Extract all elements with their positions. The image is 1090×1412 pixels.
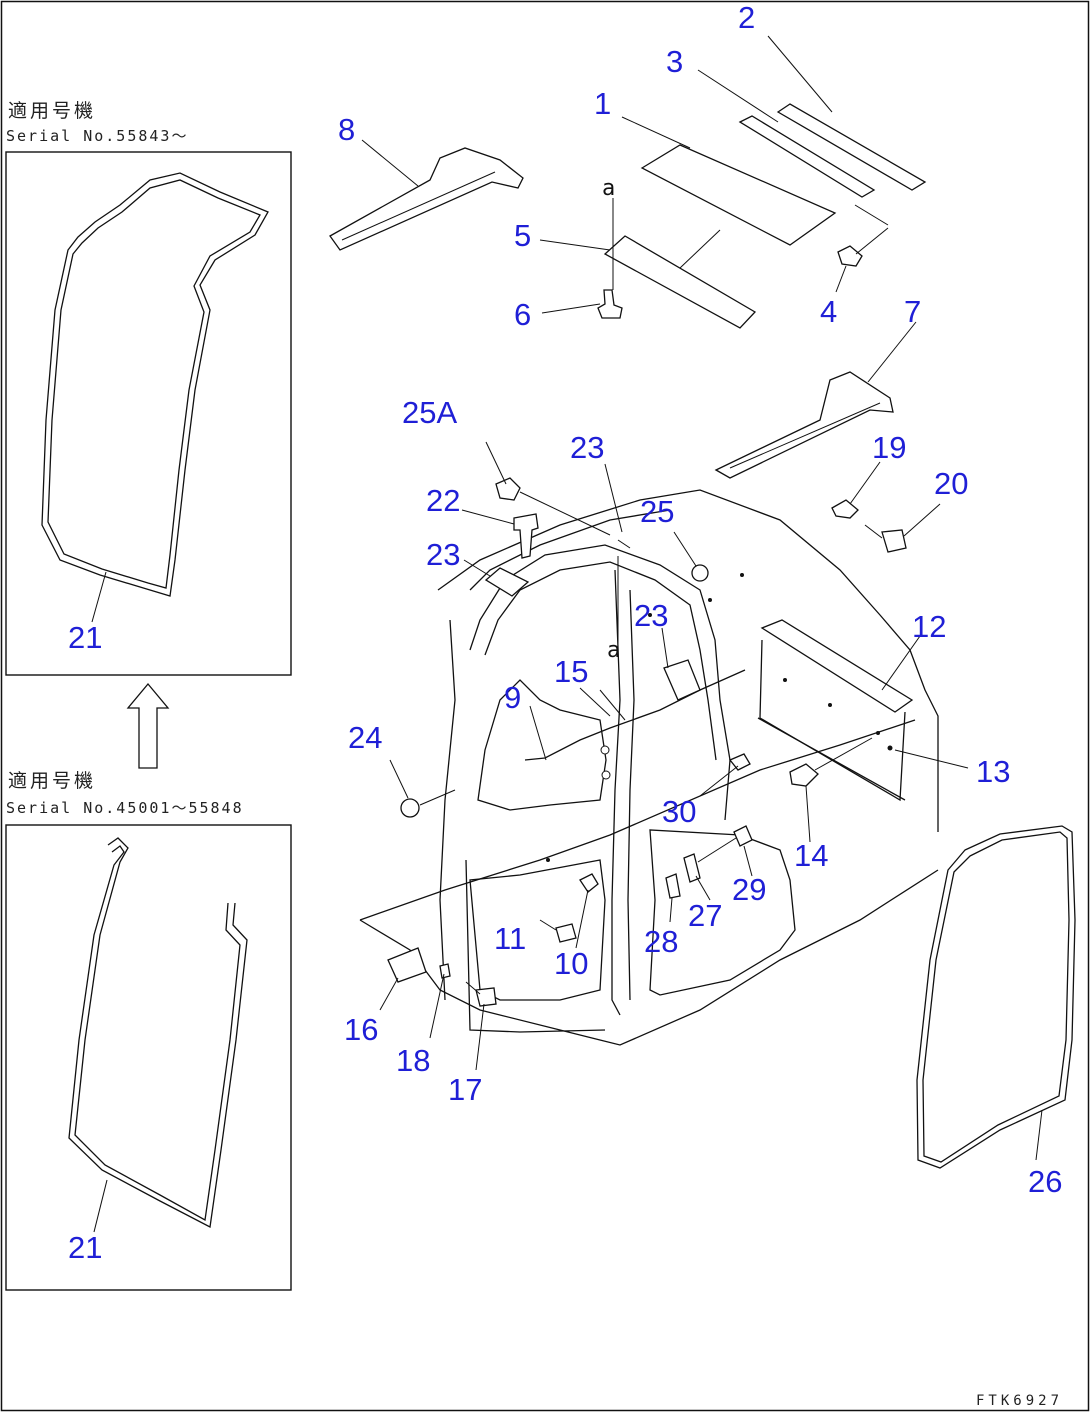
roof-parts: a xyxy=(329,103,927,553)
callout-15: 15 xyxy=(554,654,588,689)
part-25a-nut xyxy=(495,477,521,501)
callout-4: 4 xyxy=(820,294,837,329)
callout-18: 18 xyxy=(396,1043,430,1078)
part-6-clip xyxy=(597,289,623,319)
callout-9: 9 xyxy=(504,680,521,715)
part-7-plate xyxy=(714,371,894,479)
part-19-clip xyxy=(831,499,859,519)
up-arrow-icon xyxy=(126,682,170,769)
part-28-latch xyxy=(665,873,681,899)
callout-6: 6 xyxy=(514,297,531,332)
part-23-bracket-b xyxy=(663,659,701,701)
part-25-grommet xyxy=(691,564,709,582)
callout-17: 17 xyxy=(448,1072,482,1107)
callout-23-center: 23 xyxy=(634,598,668,633)
inset-bottom-applicable-label: 適用号機 xyxy=(8,770,96,792)
callout-25: 25 xyxy=(640,494,674,529)
inset-top-leader xyxy=(91,571,107,623)
callout-30: 30 xyxy=(662,794,696,829)
inset-top-frame xyxy=(5,151,292,676)
drawing-code: FTK6927 xyxy=(976,1393,1063,1409)
part-23-bracket-a xyxy=(484,567,530,597)
leader-lines xyxy=(361,35,1043,1161)
part-3-strip xyxy=(738,115,876,198)
part-4-clip xyxy=(837,245,863,267)
part-18-washer xyxy=(439,963,451,979)
callout-7: 7 xyxy=(904,294,921,329)
inset-bottom-part-no: 21 xyxy=(68,1230,102,1265)
inset-bottom-frame xyxy=(5,824,292,1291)
callout-1: 1 xyxy=(594,86,611,121)
part-5-rail xyxy=(603,235,757,329)
inset-top-seal-outer xyxy=(41,172,269,597)
part-30-clip xyxy=(728,753,751,771)
inset-bottom-seal-inner xyxy=(68,845,248,1228)
callout-23-left: 23 xyxy=(426,537,460,572)
callout-labels: 2 3 1 8 5 6 4 7 25A 23 19 20 22 25 23 23… xyxy=(338,0,1062,1199)
part-16-hinge xyxy=(387,947,427,983)
part-10-clip xyxy=(579,873,599,893)
callout-16: 16 xyxy=(344,1012,378,1047)
inset-top: 適用号機 Serial No.55843～ 21 xyxy=(5,100,292,676)
ref-mark-a-bottom: a xyxy=(607,638,620,663)
part-17-pin xyxy=(475,987,497,1007)
inset-top-serial-label: Serial No.55843～ xyxy=(6,127,188,145)
callout-5: 5 xyxy=(514,218,531,253)
part-27-latch xyxy=(683,853,701,883)
inset-bottom-leader xyxy=(93,1179,108,1233)
part-14-grommet xyxy=(789,763,819,787)
inset-bottom: 適用号機 Serial No.45001～55848 21 xyxy=(5,770,292,1291)
callout-8: 8 xyxy=(338,112,355,147)
callout-24: 24 xyxy=(348,720,382,755)
cab-frame: a xyxy=(359,477,939,1046)
callout-25a: 25A xyxy=(402,395,457,430)
part-26-seal xyxy=(916,825,1076,1169)
inset-bottom-seal-outer xyxy=(74,837,241,1222)
callout-22: 22 xyxy=(426,483,460,518)
part-8-plate xyxy=(329,147,524,251)
callout-20: 20 xyxy=(934,466,968,501)
callout-11: 11 xyxy=(494,921,526,956)
callout-26: 26 xyxy=(1028,1164,1062,1199)
callout-14: 14 xyxy=(794,838,828,873)
ref-mark-a-top: a xyxy=(602,176,615,201)
inset-top-part-no: 21 xyxy=(68,620,102,655)
part-24-grommet xyxy=(400,798,420,818)
inset-bottom-serial-label: Serial No.45001～55848 xyxy=(6,799,244,817)
inset-top-applicable-label: 適用号機 xyxy=(8,100,96,122)
callout-12: 12 xyxy=(912,609,946,644)
part-11-screw xyxy=(555,923,577,943)
inset-top-seal-inner xyxy=(47,179,261,589)
part-20-screw xyxy=(881,529,907,553)
callout-2: 2 xyxy=(738,0,755,35)
callout-10: 10 xyxy=(554,946,588,981)
callout-3: 3 xyxy=(666,44,683,79)
part-22-bolt xyxy=(513,513,539,559)
part-29-screw xyxy=(733,825,753,847)
callout-27: 27 xyxy=(688,898,722,933)
part-1-panel xyxy=(640,144,837,246)
part-12-panel xyxy=(760,619,914,713)
callout-19: 19 xyxy=(872,430,906,465)
callout-23-top: 23 xyxy=(570,430,604,465)
part-2-strip xyxy=(776,103,927,191)
callout-13: 13 xyxy=(976,754,1010,789)
callout-28: 28 xyxy=(644,924,678,959)
callout-29: 29 xyxy=(732,872,766,907)
